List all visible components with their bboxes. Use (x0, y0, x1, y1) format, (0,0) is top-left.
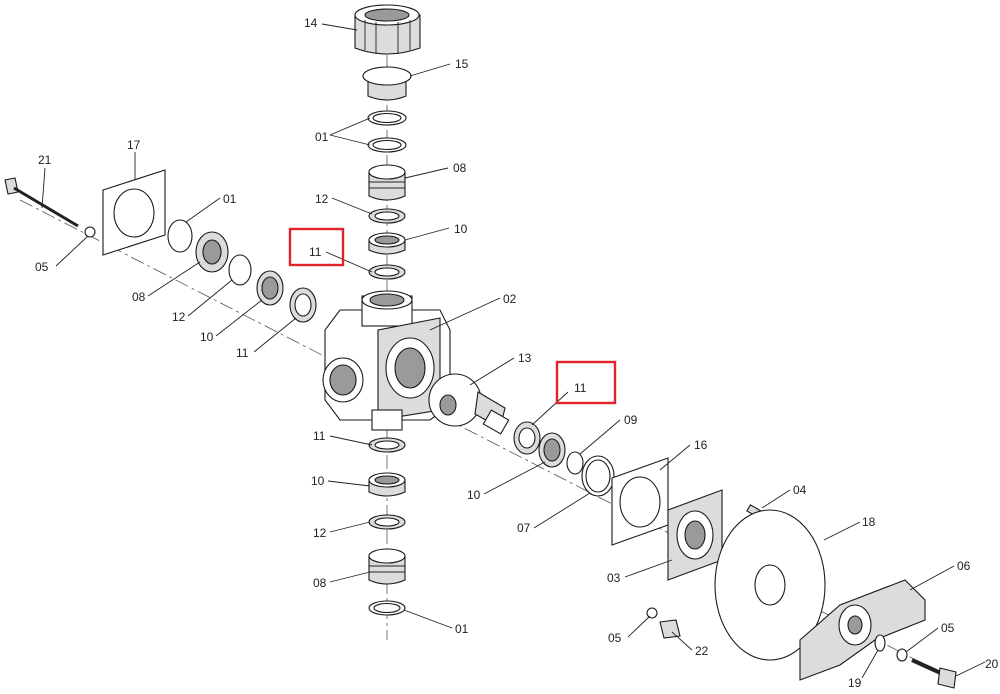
label-part-18: 18 (862, 515, 876, 529)
label-part-17: 17 (127, 138, 141, 152)
part-washer-05-left (84, 226, 96, 238)
label-part-12-bottom: 12 (313, 526, 327, 540)
part-support-ring-bottom (368, 514, 406, 530)
part-seat-bottom (368, 437, 406, 453)
label-part-14: 14 (304, 16, 318, 30)
label-part-16: 16 (694, 438, 708, 452)
label-part-03: 03 (607, 571, 621, 585)
part-o-ring-07-inner (585, 459, 611, 493)
label-part-11-left: 11 (236, 346, 249, 360)
label-part-04: 04 (793, 483, 807, 497)
part-handle (799, 579, 926, 681)
label-part-11-right: 11 (574, 381, 587, 395)
part-o-ring-bottom (368, 600, 406, 616)
part-seat-left (289, 287, 317, 323)
part-valve-body (322, 290, 451, 431)
part-indicator-plate (714, 509, 826, 661)
part-seat-carrier (368, 232, 406, 255)
label-part-13: 13 (518, 351, 532, 365)
part-gasket-plate-right (611, 457, 669, 546)
label-part-10-left: 10 (200, 330, 214, 344)
label-part-20: 20 (985, 657, 999, 671)
label-part-06: 06 (957, 559, 971, 573)
label-part-08-left: 08 (132, 290, 146, 304)
label-part-02: 02 (503, 292, 517, 306)
label-part-10-top: 10 (454, 222, 468, 236)
part-washer-05-lower (646, 607, 658, 619)
label-part-19: 19 (848, 676, 862, 690)
label-part-01-top: 01 (315, 130, 329, 144)
label-part-08-bottom: 08 (313, 576, 327, 590)
part-gasket-plate-left (102, 169, 166, 256)
label-part-22: 22 (695, 644, 709, 658)
label-part-11-bottom: 11 (313, 429, 326, 443)
label-part-01-bottom: 01 (455, 622, 469, 636)
part-bolt-20 (911, 658, 957, 689)
part-end-cap (362, 66, 412, 101)
part-union-nut (354, 4, 421, 55)
leader-lines (41, 23, 986, 679)
label-part-05-right: 05 (941, 621, 955, 635)
part-seat-right (513, 421, 541, 455)
label-part-12-top: 12 (315, 192, 329, 206)
part-o-ring-09 (566, 451, 584, 475)
highlight-box-right (555, 360, 617, 405)
label-part-15: 15 (455, 57, 469, 71)
part-ball (428, 373, 510, 435)
part-o-ring-inner (372, 139, 402, 151)
label-part-01-left: 01 (223, 192, 237, 206)
label-part-07: 07 (517, 521, 531, 535)
part-seat-carrier-left (256, 270, 284, 306)
label-part-10-bottom: 10 (311, 474, 325, 488)
part-support-ring-left (228, 254, 252, 286)
label-part-09: 09 (624, 413, 638, 427)
part-mounting-flange (667, 489, 723, 581)
label-part-10-right: 10 (467, 488, 481, 502)
part-washer-19 (874, 634, 886, 652)
part-end-connector-left (195, 231, 229, 273)
part-long-bolt (4, 177, 79, 228)
part-support-ring-inner (374, 211, 400, 221)
part-seat-inner (374, 267, 400, 277)
label-part-05-lower: 05 (608, 631, 622, 645)
label-part-12-left: 12 (172, 310, 186, 324)
part-end-connector (368, 164, 406, 201)
label-part-21: 21 (38, 153, 52, 167)
part-end-connector-bottom (368, 548, 406, 585)
part-washer-05-right (896, 648, 908, 662)
part-o-ring-left (167, 219, 193, 253)
label-part-08-top: 08 (453, 161, 467, 175)
part-o-ring-inner (372, 112, 402, 124)
highlight-box-top (288, 227, 345, 267)
part-nut-22 (659, 619, 681, 639)
part-seat-carrier-right (538, 432, 566, 468)
part-seat-carrier-bottom (368, 472, 406, 497)
label-part-11-top: 11 (309, 245, 322, 259)
label-part-05-left: 05 (35, 260, 49, 274)
